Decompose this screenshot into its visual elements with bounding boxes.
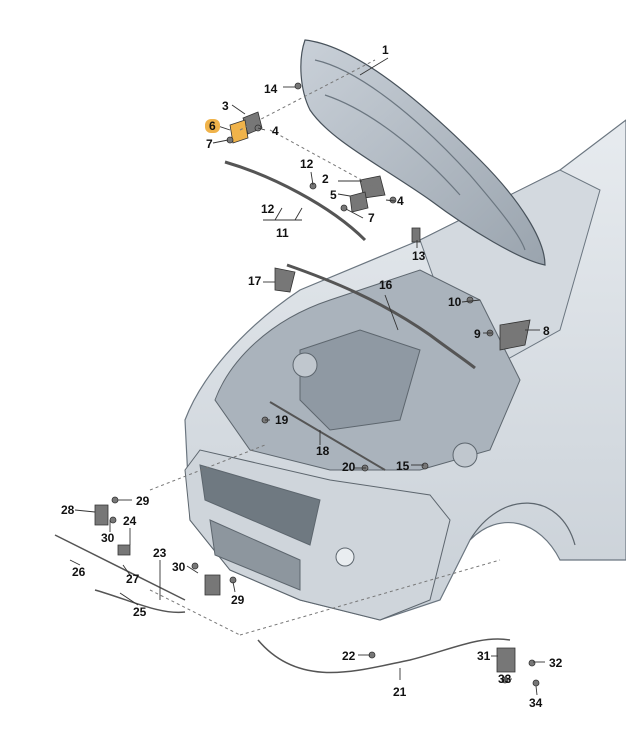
front-bumper <box>184 449 451 621</box>
callout-25: 25 <box>133 605 147 619</box>
callout-14: 14 <box>264 82 278 96</box>
callout-1: 1 <box>382 43 389 57</box>
callout-28: 28 <box>61 503 75 517</box>
callout-7: 7 <box>206 137 213 151</box>
callout-12: 12 <box>300 157 314 171</box>
callout-3: 3 <box>222 99 229 113</box>
callout-32: 32 <box>549 656 563 670</box>
leader-lines <box>69 57 545 696</box>
callout-30: 30 <box>101 531 115 545</box>
wheel-arch <box>469 502 576 546</box>
callout-24: 24 <box>123 514 137 528</box>
callout-20: 20 <box>342 460 356 474</box>
cable-21 <box>257 638 511 674</box>
callout-15: 15 <box>396 459 410 473</box>
hood-part-1 <box>300 39 546 266</box>
seal-12-11 <box>224 160 367 242</box>
callout-5: 5 <box>330 188 337 202</box>
callout-29: 29 <box>136 494 150 508</box>
engine-bay <box>214 269 521 471</box>
callout-8: 8 <box>543 324 550 338</box>
callout-2: 2 <box>322 172 329 186</box>
callout-21: 21 <box>393 685 407 699</box>
callout-22: 22 <box>342 649 356 663</box>
callout-13: 13 <box>412 249 426 263</box>
callout-10: 10 <box>448 295 462 309</box>
callout-17: 17 <box>248 274 262 288</box>
cable-26-25 <box>54 534 186 614</box>
hinge-parts <box>94 82 540 687</box>
seal-16 <box>286 263 476 370</box>
callout-4: 4 <box>397 194 404 208</box>
callout-16: 16 <box>379 278 393 292</box>
callout-18: 18 <box>316 444 330 458</box>
callout-6: 6 <box>205 119 220 133</box>
callout-26: 26 <box>72 565 86 579</box>
callout-34: 34 <box>529 696 543 710</box>
callout-11: 11 <box>276 226 289 240</box>
callout-27: 27 <box>126 572 140 586</box>
callout-19: 19 <box>275 413 289 427</box>
callout-31: 31 <box>477 649 491 663</box>
callout-33: 33 <box>498 672 512 686</box>
rod-18 <box>269 401 386 471</box>
callout-4: 4 <box>272 124 279 138</box>
callout-23: 23 <box>153 546 167 560</box>
callout-30: 30 <box>172 560 186 574</box>
callout-12: 12 <box>261 202 275 216</box>
callout-7: 7 <box>368 211 375 225</box>
callout-29: 29 <box>231 593 245 607</box>
dashed-lines <box>149 59 501 636</box>
callout-9: 9 <box>474 327 481 341</box>
